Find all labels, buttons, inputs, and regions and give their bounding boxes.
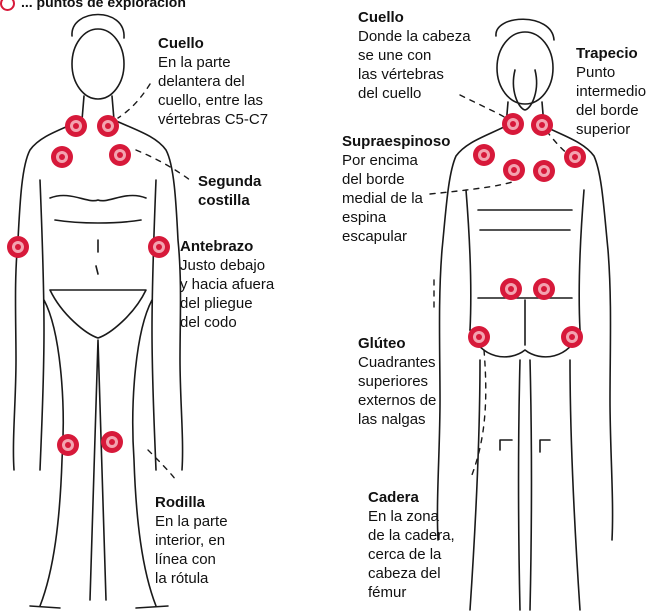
point-back-neck-right <box>531 114 553 136</box>
label-line: escapular <box>342 228 408 245</box>
label-title: Cadera <box>368 489 419 506</box>
point-front-rib-left <box>51 146 73 168</box>
label-line: del cuello <box>358 85 422 102</box>
label-line: externos de <box>358 392 437 409</box>
point-back-supraspinatus-right <box>533 160 555 182</box>
label-hip: Cadera En la zona de la cadera, cerca de… <box>368 488 455 602</box>
label-title: costilla <box>198 192 250 209</box>
label-line: la rótula <box>155 570 209 587</box>
point-front-rib-right <box>109 144 131 166</box>
label-trapezius: Trapecio Punto intermedio del borde supe… <box>576 44 646 139</box>
label-title: Trapecio <box>576 45 638 62</box>
label-title: Glúteo <box>358 335 406 352</box>
label-line: cabeza del <box>368 565 441 582</box>
label-title: Rodilla <box>155 494 206 511</box>
label-line: del borde <box>342 171 405 188</box>
label-title: Supraespinoso <box>342 133 451 150</box>
tender-point-icon <box>0 0 15 11</box>
label-line: Cuadrantes <box>358 354 436 371</box>
point-back-supraspinatus-left <box>503 159 525 181</box>
point-back-neck-left <box>502 113 524 135</box>
label-line: del pliegue <box>180 295 253 312</box>
label-line: Justo debajo <box>180 257 266 274</box>
point-front-neck-left <box>65 115 87 137</box>
label-line: las vértebras <box>358 66 444 83</box>
label-line: vértebras C5-C7 <box>158 111 269 128</box>
label-line: fémur <box>368 584 407 601</box>
point-front-knee-right <box>101 431 123 453</box>
label-line: Punto <box>576 64 616 81</box>
label-title: Antebrazo <box>180 238 254 255</box>
label-line: interior, en <box>155 532 226 549</box>
label-line: del borde <box>576 102 639 119</box>
label-line: de la cadera, <box>368 527 455 544</box>
label-line: En la zona <box>368 508 439 525</box>
label-line: medial de la <box>342 190 423 207</box>
tender-points <box>7 113 586 456</box>
label-line: superiores <box>358 373 429 390</box>
label-front-neck: Cuello En la parte delantera del cuello,… <box>158 34 268 129</box>
point-back-trapezius-right <box>564 146 586 168</box>
label-title: Cuello <box>158 35 204 52</box>
label-line: y hacia afuera <box>180 276 275 293</box>
point-front-knee-left <box>57 434 79 456</box>
label-line: cuello, entre las <box>158 92 264 109</box>
label-knee: Rodilla En la parte interior, en línea c… <box>155 493 228 588</box>
point-back-hip-left <box>468 326 490 348</box>
label-line: intermedio <box>576 83 647 100</box>
label-line: del codo <box>180 314 237 331</box>
label-line: Por encima <box>342 152 418 169</box>
label-title: Cuello <box>358 9 404 26</box>
point-back-hip-right <box>561 326 583 348</box>
label-line: Donde la cabeza <box>358 28 471 45</box>
point-front-forearm-right <box>148 236 170 258</box>
label-line: En la parte <box>155 513 228 530</box>
point-front-neck-right <box>97 115 119 137</box>
label-line: las nalgas <box>358 411 426 428</box>
label-back-neck: Cuello Donde la cabeza se une con las vé… <box>358 8 471 103</box>
point-front-forearm-left <box>7 236 29 258</box>
header-text: ... puntos de exploración <box>21 0 186 10</box>
label-line: En la parte <box>158 54 231 71</box>
label-line: cerca de la <box>368 546 442 563</box>
label-line: se une con <box>358 47 432 64</box>
label-line: superior <box>576 121 631 138</box>
point-back-gluteal-right <box>533 278 555 300</box>
back-figure <box>436 18 614 611</box>
label-second-rib: Segunda costilla <box>198 172 261 210</box>
label-line: espina <box>342 209 387 226</box>
header: ... puntos de exploración <box>0 0 186 11</box>
label-line: línea con <box>155 551 216 568</box>
label-forearm: Antebrazo Justo debajo y hacia afuera de… <box>180 237 274 332</box>
label-title: Segunda <box>198 173 262 190</box>
label-supraspinatus: Supraespinoso Por encima del borde media… <box>342 132 450 246</box>
label-gluteal: Glúteo Cuadrantes superiores externos de… <box>358 334 436 429</box>
point-back-gluteal-left <box>500 278 522 300</box>
label-line: delantera del <box>158 73 245 90</box>
point-back-trapezius-left <box>473 144 495 166</box>
